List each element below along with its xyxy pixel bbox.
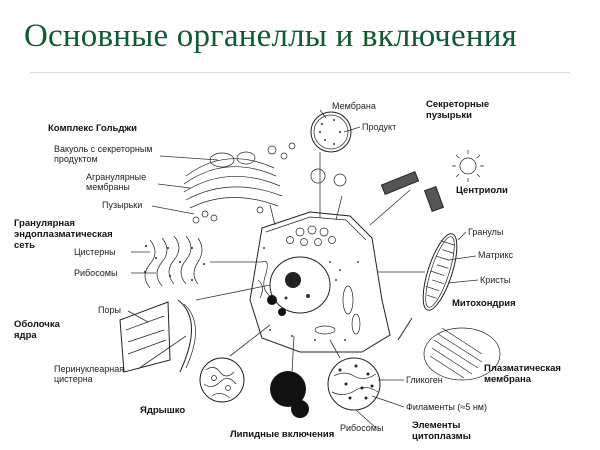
mito-cristae-label: Кристы bbox=[480, 275, 510, 285]
plasma-membrane-heading-line1: Плазматическая bbox=[484, 363, 561, 374]
golgi-vacuole-line1: Вакуоль с секреторным bbox=[54, 144, 153, 154]
nucleolus-heading: Ядрышко bbox=[140, 405, 185, 416]
granular-er-drawing bbox=[144, 235, 205, 289]
filaments-label: Филаменты (≈5 нм) bbox=[406, 402, 487, 412]
secretory-heading-line1: Секреторные bbox=[426, 99, 489, 110]
cytoplasm-ribosomes-label: Рибосомы bbox=[340, 423, 383, 433]
centriole-drawing bbox=[380, 150, 484, 213]
mitochondrion-heading: Митохондрия bbox=[452, 298, 516, 309]
secretory-vesicle-drawing bbox=[310, 111, 352, 187]
golgi-agranular-line1: Агранулярные bbox=[86, 172, 146, 182]
golgi-vesicles-label: Пузырьки bbox=[102, 200, 142, 210]
er-cisterns-label: Цистерны bbox=[74, 247, 116, 257]
lipid-inclusions-heading: Липидные включения bbox=[230, 429, 334, 440]
perinuclear-line2: цистерна bbox=[54, 374, 93, 384]
nuclear-envelope-drawing bbox=[119, 299, 196, 373]
perinuclear-line1: Перинуклеарная bbox=[54, 364, 124, 374]
cell-nucleolus bbox=[285, 272, 301, 288]
cytoplasm-heading-line2: цитоплазмы bbox=[412, 431, 471, 442]
golgi-vacuole-line2: продуктом bbox=[54, 154, 98, 164]
golgi-drawing bbox=[183, 142, 296, 224]
slide-title: Основные органеллы и включения bbox=[24, 18, 517, 54]
er-ribosomes-label: Рибосомы bbox=[74, 268, 117, 278]
secretory-membrane-label: Мембрана bbox=[332, 101, 376, 111]
plasma-membrane-heading-line2: мембрана bbox=[484, 374, 532, 385]
cytoplasm-heading-line1: Элементы bbox=[412, 420, 460, 431]
mitochondrion-drawing bbox=[422, 233, 458, 311]
cell-body bbox=[249, 211, 391, 353]
diagram-labels: Комплекс Гольджи Вакуоль с секреторным п… bbox=[14, 99, 561, 442]
title-divider bbox=[30, 72, 570, 73]
mito-matrix-label: Матрикс bbox=[478, 250, 514, 260]
secretory-product-label: Продукт bbox=[362, 122, 396, 132]
golgi-agranular-line2: мембраны bbox=[86, 182, 130, 192]
nuclear-pores-label: Поры bbox=[98, 305, 121, 315]
leader-lines bbox=[127, 109, 479, 429]
nuclear-envelope-heading-line2: ядра bbox=[14, 330, 37, 341]
lipid-drawing bbox=[270, 371, 309, 418]
plasma-membrane-drawing bbox=[397, 317, 501, 381]
er-heading-line2: эндоплазматическая bbox=[14, 229, 113, 240]
er-heading-line1: Гранулярная bbox=[14, 218, 75, 229]
nucleolus-drawing bbox=[199, 357, 245, 403]
golgi-heading: Комплекс Гольджи bbox=[48, 123, 137, 134]
nuclear-envelope-heading-line1: Оболочка bbox=[14, 319, 61, 330]
secretory-heading-line2: пузырьки bbox=[426, 110, 472, 121]
centrioles-heading: Центриоли bbox=[456, 185, 508, 196]
er-heading-line3: сеть bbox=[14, 240, 35, 251]
cytoplasm-drawing bbox=[327, 357, 381, 411]
mito-granules-label: Гранулы bbox=[468, 227, 503, 237]
glycogen-label: Гликоген bbox=[406, 375, 443, 385]
cell-nucleus bbox=[269, 256, 331, 314]
